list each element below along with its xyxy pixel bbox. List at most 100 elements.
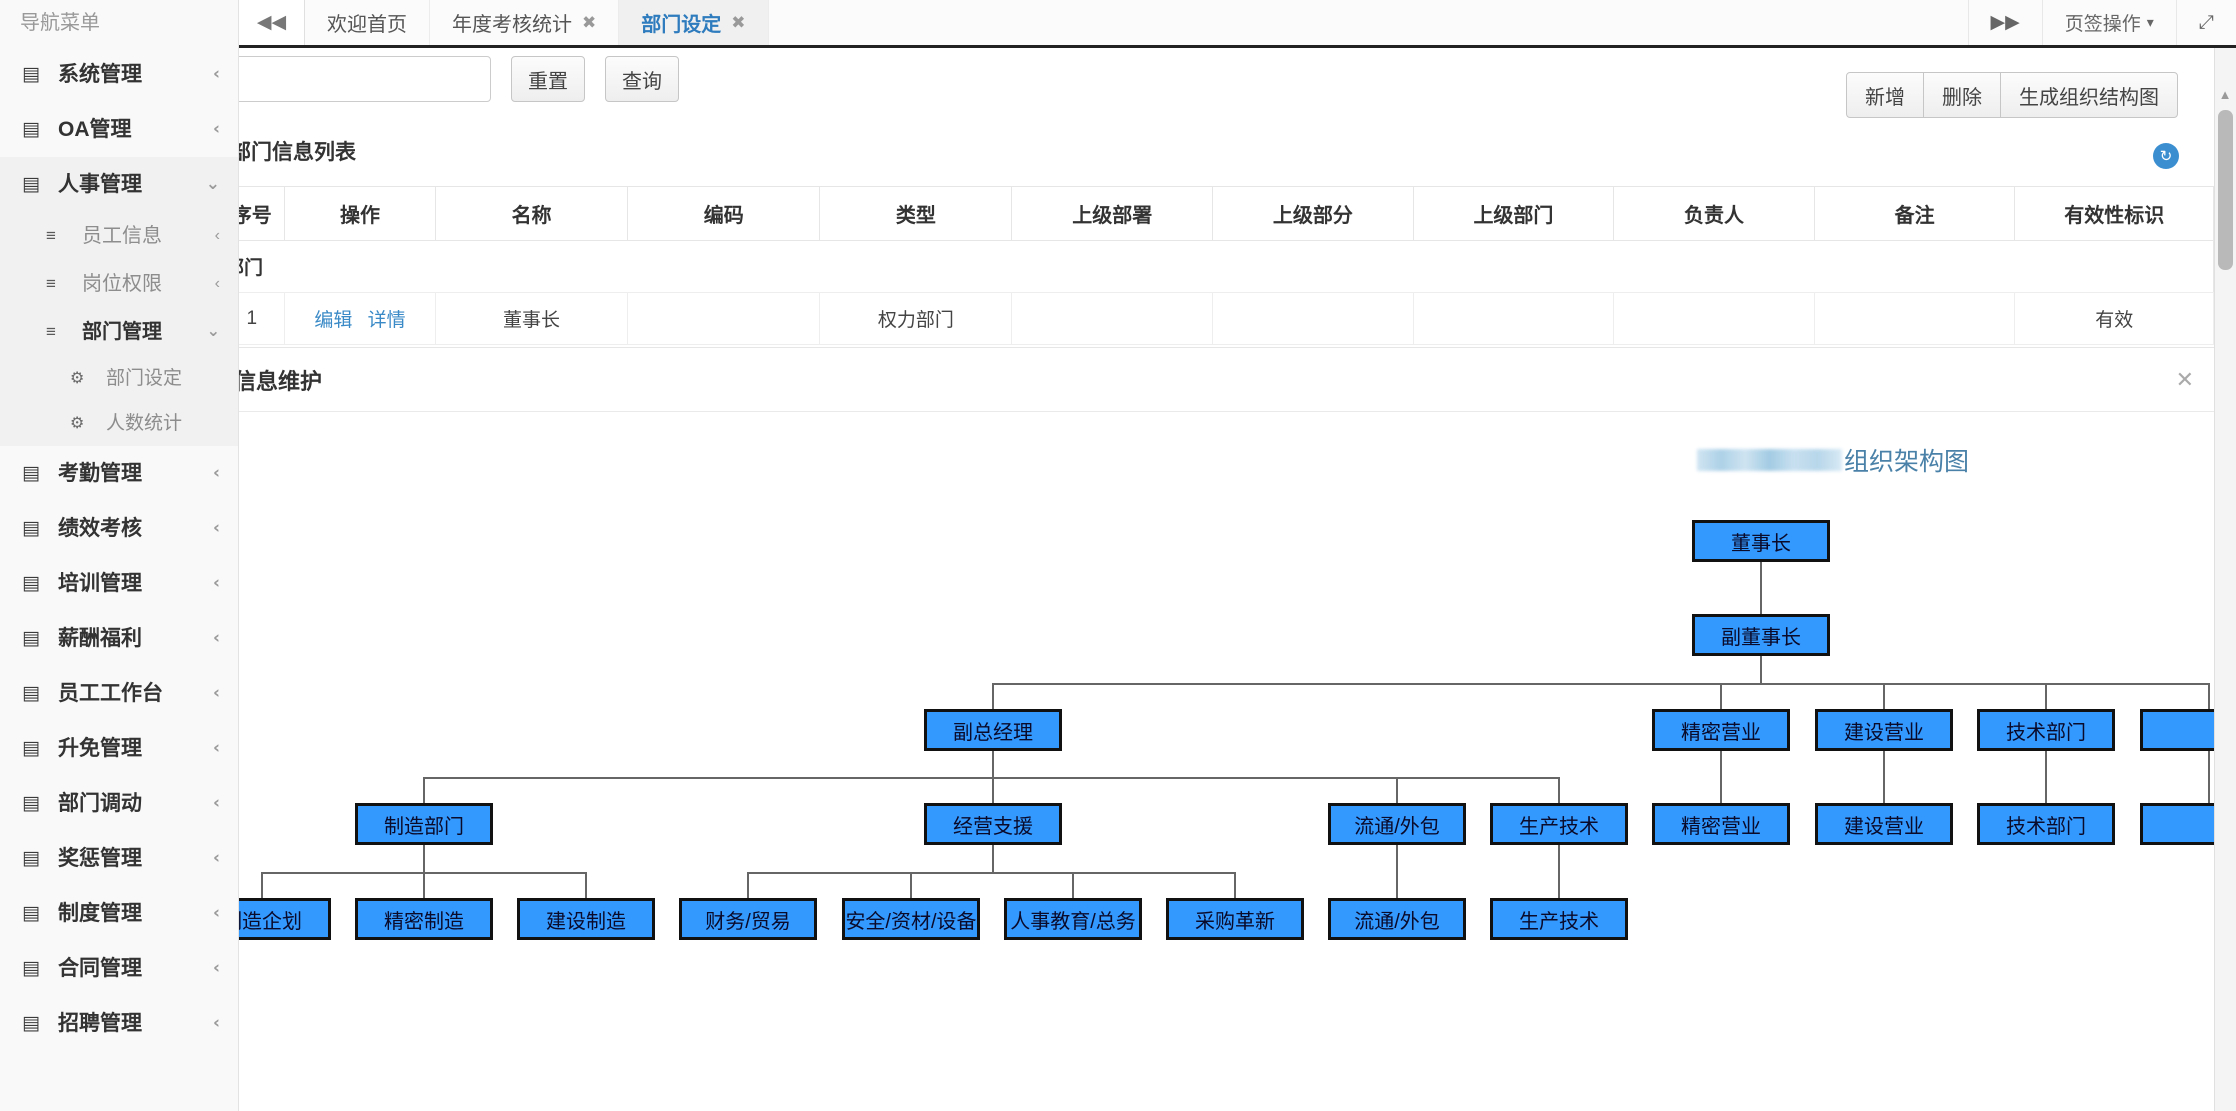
close-icon[interactable]: ✖ [731,12,746,32]
org-node[interactable] [2140,709,2214,751]
sidebar-item-15[interactable]: ▤奖惩管理‹ [0,831,238,886]
row-parent-deploy [1011,292,1214,345]
tab-department-settings[interactable]: 部门设定 ✖ [619,0,769,45]
sidebar-item-0[interactable]: ▤系统管理‹ [0,47,238,102]
org-node[interactable]: 制造部门 [355,803,493,845]
org-node[interactable]: 流通/外包 [1328,803,1466,845]
close-icon[interactable]: ✖ [582,12,597,32]
org-edge [1558,872,1560,898]
refresh-icon[interactable]: ↻ [2153,143,2179,169]
edit-link[interactable]: 编辑 [314,310,353,331]
fullscreen-button[interactable]: ⤢ [2175,0,2236,45]
row-type: 权力部门 [819,292,1013,345]
org-edge [1396,845,1398,872]
org-edge [992,683,2210,685]
gears-icon: ⚙ [70,415,85,432]
sidebar-item-16[interactable]: ▤制度管理‹ [0,886,238,941]
org-node[interactable]: 生产技术 [1490,898,1628,940]
chevron-icon: ‹ [212,903,220,923]
sidebar-item-4[interactable]: ≡岗位权限‹ [0,260,238,308]
org-edge [423,777,1560,779]
sidebar-item-6[interactable]: ⚙部门设定 [0,356,238,401]
org-node[interactable]: 流通/外包 [1328,898,1466,940]
sidebar-item-12[interactable]: ▤员工工作台‹ [0,666,238,721]
table-row[interactable]: 1 编辑 详情 董事长 权力部门 有效 [170,292,2214,345]
add-button[interactable]: 新增 [1846,72,1924,118]
reset-button[interactable]: 重置 [511,56,585,102]
org-node[interactable]: 董事长 [1692,520,1830,562]
org-node[interactable]: 副董事长 [1692,614,1830,656]
org-node[interactable]: 经营支援 [924,803,1062,845]
org-node[interactable]: 精密营业 [1652,709,1790,751]
org-node[interactable]: 技术部门 [1977,803,2115,845]
org-node[interactable]: 生产技术 [1490,803,1628,845]
org-edge [2045,777,2047,803]
sidebar-item-11[interactable]: ▤薪酬福利‹ [0,611,238,666]
org-node[interactable]: 建设营业 [1815,803,1953,845]
sidebar-item-7[interactable]: ⚙人数统计 [0,401,238,446]
detail-link[interactable]: 详情 [367,310,406,331]
org-node[interactable]: 精密营业 [1652,803,1790,845]
sidebar-item-17[interactable]: ▤合同管理‹ [0,941,238,996]
sidebar-item-3[interactable]: ≡员工信息‹ [0,212,238,260]
org-node-label: 副总经理 [953,721,1033,744]
tab-actions-dropdown[interactable]: 页签操作 ▾ [2041,0,2176,45]
query-button[interactable]: 查询 [605,56,679,102]
org-node[interactable]: 建设营业 [1815,709,1953,751]
tab-annual-assessment-stats[interactable]: 年度考核统计 ✖ [430,0,620,45]
sidebar-item-label: 人事管理 [58,173,142,196]
org-node[interactable]: 安全/资材/设备 [842,898,980,940]
org-node[interactable] [2140,803,2214,845]
org-node[interactable]: 精密制造 [355,898,493,940]
page-scrollbar[interactable]: ▲ [2214,48,2236,1111]
sidebar-item-5[interactable]: ≡部门管理⌄ [0,308,238,356]
org-edge [423,872,425,898]
double-chevron-left-icon: ◀◀ [256,12,287,33]
sidebar-item-label: 奖惩管理 [58,847,142,870]
org-node[interactable]: 采购革新 [1166,898,1304,940]
scrollbar-thumb[interactable] [2218,110,2233,270]
org-node[interactable]: 人事教育/总务 [1004,898,1142,940]
table-group-row: 权力部门 [170,240,2214,293]
close-icon[interactable]: ✕ [2175,366,2194,392]
sidebar-item-2[interactable]: ▤人事管理⌄ [0,157,238,212]
sidebar-item-9[interactable]: ▤绩效考核‹ [0,501,238,556]
list-icon: ≡ [46,322,56,341]
name-filter-input[interactable] [229,56,491,102]
sidebar-item-13[interactable]: ▤升免管理‹ [0,721,238,776]
org-node[interactable]: 财务/贸易 [679,898,817,940]
tabs-scroll-left-button[interactable]: ◀◀ [239,0,305,45]
col-parent-part: 上级部分 [1212,186,1414,241]
sidebar-item-label: 薪酬福利 [58,627,142,650]
org-node[interactable]: 建设制造 [517,898,655,940]
delete-button[interactable]: 删除 [1923,72,2001,118]
org-node-label: 安全/资材/设备 [845,910,977,933]
col-owner: 负责人 [1613,186,1815,241]
chevron-icon: ‹ [214,275,220,292]
chevron-icon: ‹ [214,227,220,244]
book-icon: ▤ [22,958,40,979]
sidebar-item-10[interactable]: ▤培训管理‹ [0,556,238,611]
col-parent-dept: 上级部门 [1412,186,1615,241]
sidebar-item-18[interactable]: ▤招聘管理‹ [0,996,238,1051]
org-node-label: 精密制造 [384,910,464,933]
row-parent-dept [1412,292,1615,345]
tab-welcome-home[interactable]: 欢迎首页 [305,0,430,45]
scroll-up-icon[interactable]: ▲ [2218,87,2232,102]
org-node[interactable]: 技术部门 [1977,709,2115,751]
sidebar-item-1[interactable]: ▤OA管理‹ [0,102,238,157]
tab-actions-label: 页签操作 [2064,14,2141,35]
generate-org-chart-button[interactable]: 生成组织结构图 [2000,72,2178,118]
sidebar-item-14[interactable]: ▤部门调动‹ [0,776,238,831]
org-edge [1558,845,1560,872]
tabs-scroll-right-button[interactable]: ▶▶ [1967,0,2042,45]
org-edge [1883,683,1885,709]
panel-title: 部门信息维护 [190,368,323,394]
sidebar-item-label: 员工工作台 [58,682,163,705]
org-node[interactable]: 副总经理 [924,709,1062,751]
sidebar-item-8[interactable]: ▤考勤管理‹ [0,446,238,501]
department-table-element: 序号 操作 名称 编码 类型 上级部署 上级部分 上级部门 负责人 备注 有效性… [170,186,2214,345]
org-edge [1720,683,1722,709]
org-edge [1760,656,1762,683]
